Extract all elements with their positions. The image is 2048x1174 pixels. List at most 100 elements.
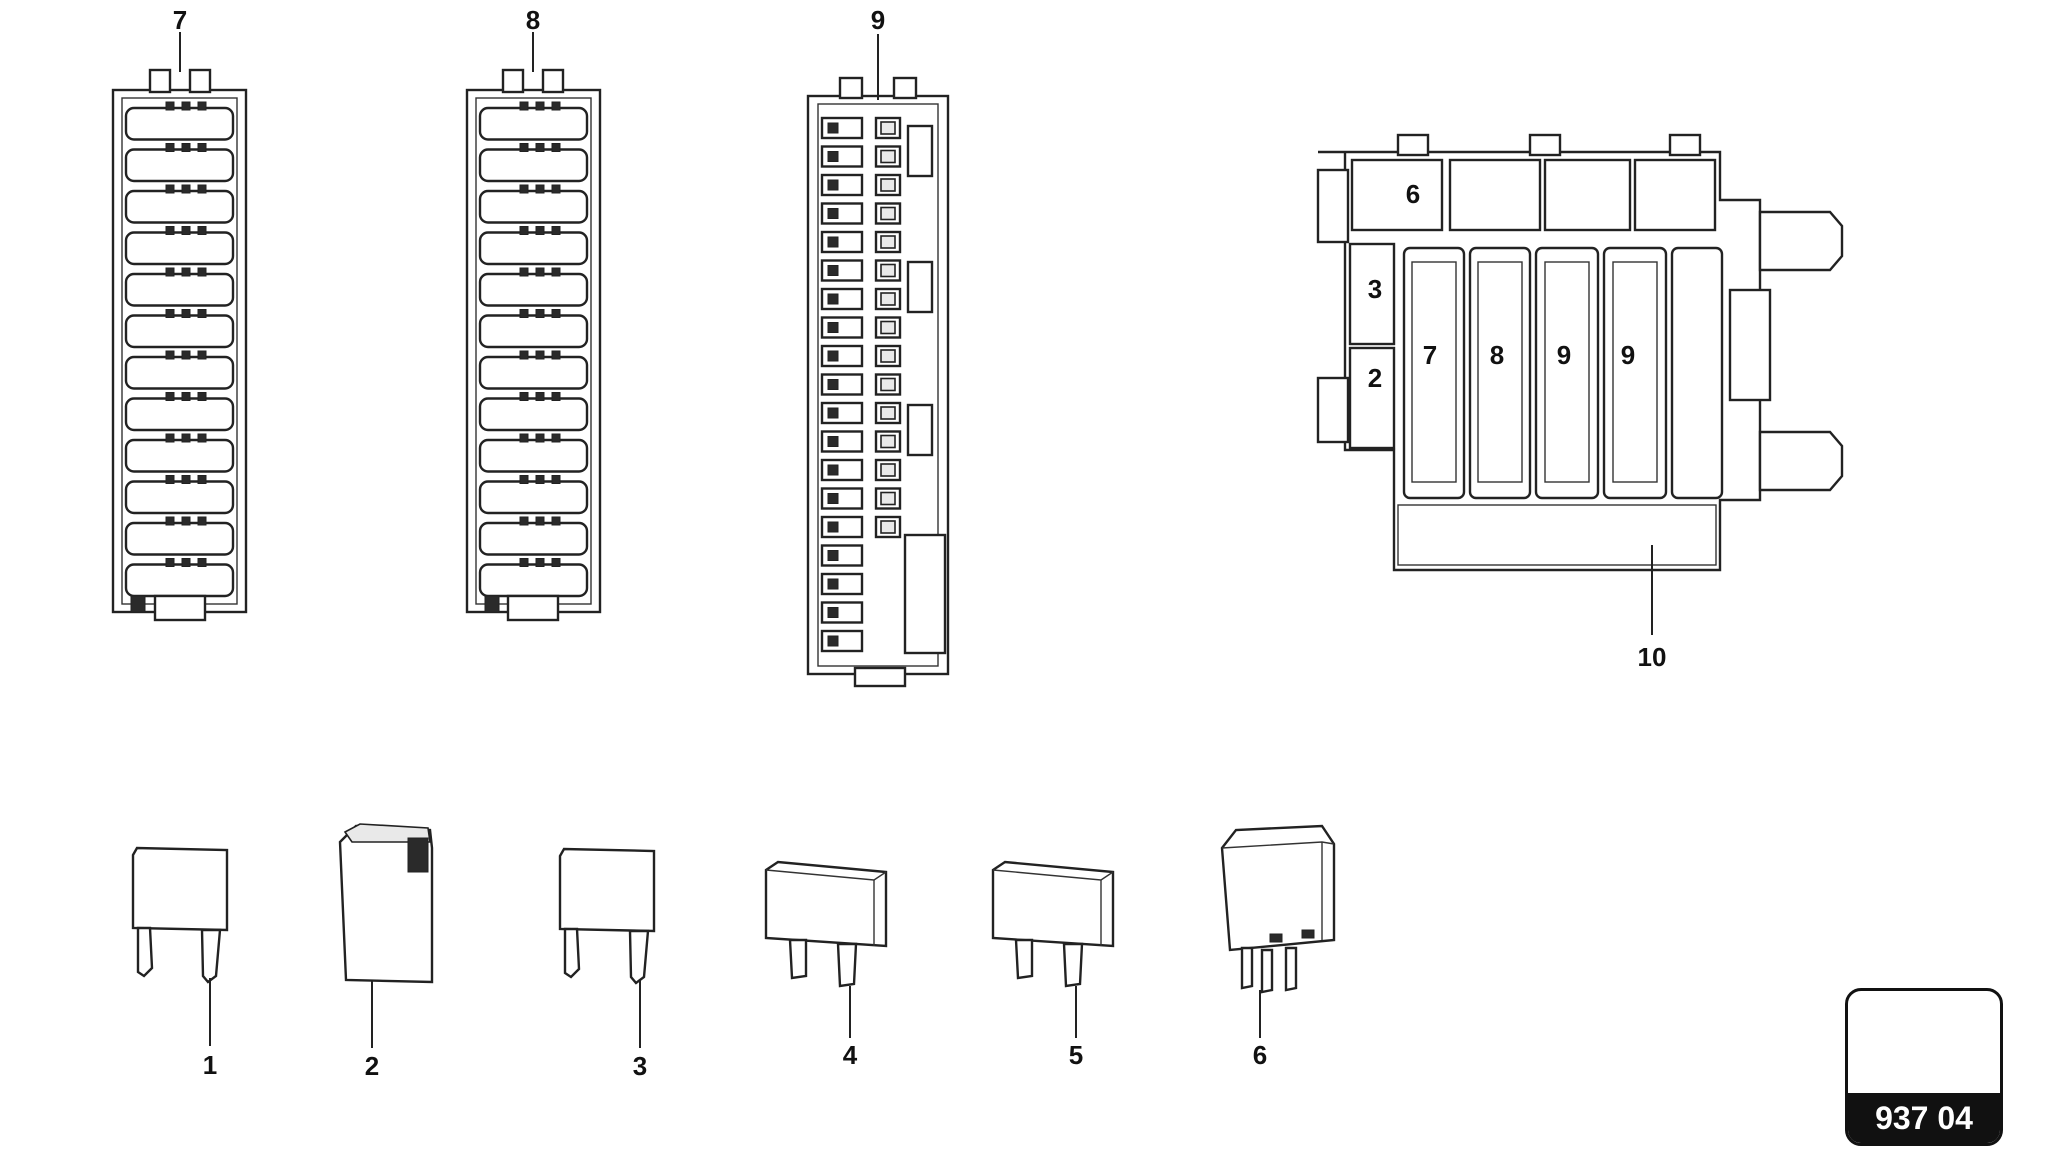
- holder-9-contact: [827, 407, 839, 419]
- holder-7-slot-clip: [165, 558, 175, 567]
- holder-9-contact: [827, 493, 839, 504]
- holder-7-slot-clip: [181, 267, 191, 277]
- cartridge-fuse-2[interactable]: [338, 823, 434, 984]
- holder-8-slot-clip: [519, 516, 529, 526]
- blade-fuse-5[interactable]: [991, 860, 1115, 988]
- holder-8-slot-clip: [535, 392, 545, 401]
- fuse-box-assembly-10[interactable]: [1316, 133, 1844, 572]
- holder-8-slot-clip: [519, 101, 529, 111]
- holder-8-slot-clip: [519, 475, 529, 484]
- holder-8-slot-clip: [551, 475, 561, 484]
- fuse-holder-8[interactable]: [465, 68, 602, 622]
- holder-8-slot-clip: [535, 475, 545, 484]
- holder-8-slot-clip: [519, 143, 529, 152]
- holder-7-slot: [124, 397, 235, 432]
- holder-9-contact: [827, 293, 839, 305]
- holder-9-contact: [880, 178, 896, 192]
- holder-9-contact: [880, 320, 896, 335]
- holder-9-contact: [827, 379, 839, 390]
- holder-9-contact: [880, 235, 896, 249]
- relay-6[interactable]: [1220, 824, 1336, 994]
- holder-7-slot-clip: [197, 433, 207, 443]
- holder-9-contact: [880, 406, 896, 420]
- holder-7-slot-clip: [165, 267, 175, 277]
- holder-7-slot: [124, 189, 235, 224]
- holder-8-slot-clip: [551, 516, 561, 526]
- holder-8-slot-clip: [551, 309, 561, 318]
- assembly-label-6: 6: [1406, 179, 1420, 209]
- holder-7-slot-clip: [181, 558, 191, 567]
- holder-8-slot: [478, 148, 589, 183]
- holder-9-contact: [827, 607, 839, 618]
- holder-9-contact: [827, 322, 839, 333]
- holder-8-slot-clip: [519, 184, 529, 194]
- holder-9-contact: [880, 149, 896, 164]
- holder-8-slot-clip: [551, 267, 561, 277]
- holder-8-slot: [478, 355, 589, 390]
- holder-9-contact: [827, 635, 839, 647]
- holder-9-contact: [880, 121, 896, 135]
- holder-7-slot-clip: [165, 350, 175, 360]
- holder-8-slot-clip: [535, 226, 545, 235]
- holder-8-slot-clip: [519, 267, 529, 277]
- assembly-label-7: 7: [1423, 340, 1437, 370]
- holder-9-contact: [880, 463, 896, 477]
- holder-9-contact: [880, 292, 896, 306]
- callout-9: 9: [871, 5, 885, 35]
- callout-2: 2: [365, 1051, 379, 1081]
- holder-9-contact: [827, 521, 839, 533]
- holder-7-slot-clip: [197, 350, 207, 360]
- holder-7-slot-clip: [165, 226, 175, 235]
- reference-code: 937 04: [1848, 1093, 2000, 1143]
- holder-7-slot-clip: [197, 558, 207, 567]
- fuse-holder-7[interactable]: [111, 68, 248, 622]
- reference-badge: 937 04: [1845, 988, 2003, 1146]
- holder-8-slot: [478, 438, 589, 473]
- holder-8-slot-clip: [551, 392, 561, 401]
- holder-8-slot-clip: [519, 558, 529, 567]
- holder-7-slot: [124, 231, 235, 266]
- assembly-label-9b: 9: [1621, 340, 1635, 370]
- holder-7-slot: [124, 272, 235, 307]
- holder-9-tab: [906, 124, 934, 178]
- callout-3: 3: [633, 1051, 647, 1081]
- holder-7-slot-clip: [165, 143, 175, 152]
- holder-8-slot: [478, 314, 589, 349]
- holder-8-slot: [478, 231, 589, 266]
- holder-7-slot-clip: [165, 516, 175, 526]
- callout-1: 1: [203, 1050, 217, 1080]
- callout-7: 7: [173, 5, 187, 35]
- blade-fuse-4[interactable]: [764, 860, 888, 988]
- holder-7-slot-clip: [181, 475, 191, 484]
- holder-8-slot-clip: [535, 516, 545, 526]
- holder-7-slot-clip: [181, 433, 191, 443]
- holder-8-slot: [478, 397, 589, 432]
- callout-5: 5: [1069, 1040, 1083, 1070]
- holder-8-slot-clip: [535, 101, 545, 111]
- holder-9-contact: [827, 464, 839, 476]
- holder-7-slot-clip: [181, 143, 191, 152]
- holder-8-slot-clip: [519, 309, 529, 318]
- holder-8-slot-clip: [535, 350, 545, 360]
- mini-fuse-3[interactable]: [558, 847, 656, 985]
- holder-7-slot-clip: [181, 101, 191, 111]
- holder-8-slot-clip: [535, 267, 545, 277]
- holder-8-slot-clip: [519, 392, 529, 401]
- holder-7-slot: [124, 438, 235, 473]
- holder-7-slot-clip: [197, 267, 207, 277]
- holder-8-slot-clip: [551, 184, 561, 194]
- holder-8-slot-clip: [535, 184, 545, 194]
- holder-7-slot-clip: [181, 309, 191, 318]
- holder-9-contact: [827, 436, 839, 447]
- assembly-label-9a: 9: [1557, 340, 1571, 370]
- holder-7-slot-clip: [165, 309, 175, 318]
- holder-7-slot-clip: [181, 226, 191, 235]
- holder-7-slot: [124, 563, 235, 598]
- mini-fuse-1[interactable]: [131, 846, 229, 984]
- holder-8-slot: [478, 189, 589, 224]
- relay-holder-9[interactable]: [806, 76, 950, 688]
- holder-8-slot: [478, 521, 589, 556]
- holder-9-contact: [880, 520, 896, 534]
- holder-8-slot-clip: [519, 350, 529, 360]
